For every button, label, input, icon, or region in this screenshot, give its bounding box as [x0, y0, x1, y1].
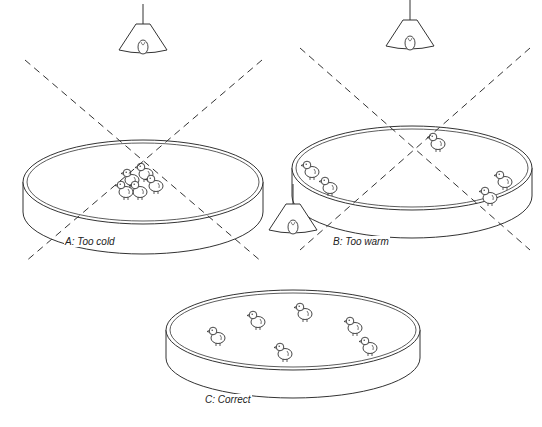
- chick: [145, 175, 163, 194]
- heat-lamp: [386, 0, 434, 50]
- chick: [344, 317, 362, 336]
- cross-line: [300, 48, 530, 250]
- cross-line: [25, 60, 262, 262]
- chick: [247, 311, 265, 330]
- heat-lamp: [269, 184, 317, 234]
- chick: [359, 337, 377, 356]
- cross-line: [300, 48, 530, 250]
- brooder-ring-c: [166, 184, 420, 398]
- chick: [115, 181, 133, 200]
- panel-caption: C: Correct: [204, 394, 252, 405]
- panel-caption: B: Too warm: [332, 236, 390, 247]
- panel-caption: A: Too cold: [64, 236, 116, 247]
- brooder-ring-b: [292, 0, 532, 250]
- cross-line: [25, 60, 262, 262]
- chick: [294, 303, 312, 322]
- chick: [207, 327, 225, 346]
- chick: [274, 343, 292, 362]
- chick: [494, 171, 512, 190]
- chick: [319, 177, 337, 196]
- chick: [301, 161, 319, 180]
- chick: [479, 187, 497, 206]
- brooder-ring-a: [23, 4, 263, 262]
- heat-lamp: [119, 4, 167, 54]
